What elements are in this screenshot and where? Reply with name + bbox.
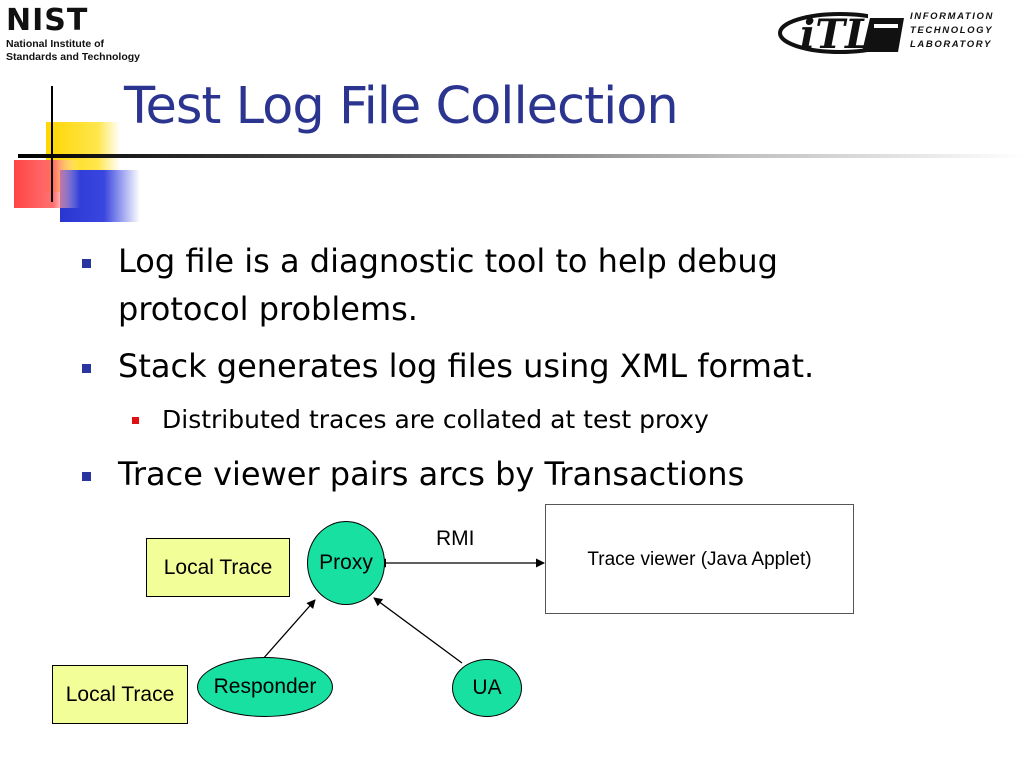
itl-line-1: INFORMATION bbox=[910, 11, 994, 22]
ua-node: UA bbox=[452, 659, 522, 717]
bullet-3: Trace viewer pairs arcs by Transactions bbox=[118, 455, 745, 493]
nist-logo-word: NIST bbox=[6, 3, 89, 38]
itl-logo-text: INFORMATION TECHNOLOGY LABORATORY bbox=[910, 10, 994, 52]
local-trace-box-top: Local Trace bbox=[146, 538, 290, 597]
trace-viewer-box: Trace viewer (Java Applet) bbox=[545, 504, 854, 614]
slide-title: Test Log File Collection bbox=[124, 77, 679, 136]
itl-logo-mark-icon: iTL bbox=[778, 8, 904, 56]
bullet-marker-1 bbox=[82, 259, 91, 268]
responder-node: Responder bbox=[197, 657, 333, 717]
bullet-marker-3 bbox=[82, 472, 91, 481]
sub-bullet-1: Distributed traces are collated at test … bbox=[162, 405, 709, 434]
bullet-1-line-1: Log file is a diagnostic tool to help de… bbox=[118, 242, 778, 280]
arrow-ua-proxy bbox=[373, 597, 463, 664]
itl-line-3: LABORATORY bbox=[910, 39, 992, 50]
nist-logo-line2: Standards and Technology bbox=[6, 51, 140, 63]
sub-bullet-marker-1 bbox=[132, 417, 139, 424]
arrow-responder-proxy bbox=[261, 599, 316, 661]
title-underline bbox=[18, 154, 1024, 158]
bullet-2: Stack generates log files using XML form… bbox=[118, 347, 815, 385]
proxy-node: Proxy bbox=[307, 521, 385, 605]
rmi-label: RMI bbox=[436, 527, 475, 550]
itl-logo-letters: iTL bbox=[800, 11, 873, 56]
itl-line-2: TECHNOLOGY bbox=[910, 25, 994, 36]
itl-logo: iTL INFORMATION TECHNOLOGY LABORATORY bbox=[778, 6, 1018, 56]
bullet-marker-2 bbox=[82, 364, 91, 373]
nist-logo-line1: National Institute of bbox=[6, 38, 104, 50]
bullet-1-line-2: protocol problems. bbox=[118, 290, 418, 328]
nist-logo: NIST National Institute of Standards and… bbox=[4, 4, 164, 66]
local-trace-box-bottom: Local Trace bbox=[52, 665, 188, 724]
